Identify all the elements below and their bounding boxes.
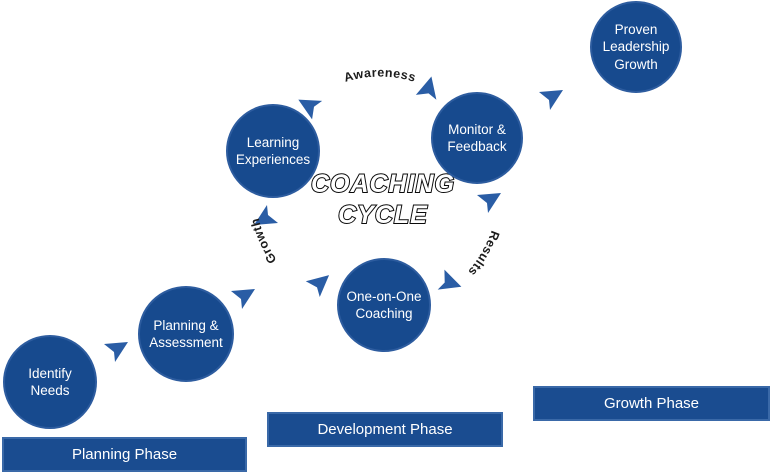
svg-text:Awareness: Awareness: [342, 66, 417, 85]
growth-phase-label: Growth Phase: [603, 395, 700, 412]
svg-text:Results: Results: [465, 229, 502, 279]
arrow-monitor-to-proven-growth: [539, 90, 563, 110]
proven-leadership-growth-label-line2: Leadership: [602, 39, 670, 55]
one-on-one-coaching-label-line2: Coaching: [355, 306, 413, 321]
cycle-title-line1: COACHING: [310, 169, 456, 199]
proven-leadership-growth-label-line1: Proven: [614, 21, 658, 37]
growth-phase-bar: Growth Phase: [533, 386, 770, 421]
monitor-feedback-label-line2: Feedback: [447, 139, 507, 154]
monitor-feedback-node: Monitor & Feedback: [431, 92, 523, 184]
arrow-awareness-arc-end: [414, 76, 446, 108]
planning-phase-bar: Planning Phase: [2, 437, 247, 472]
planning-assessment-node: Planning & Assessment: [138, 286, 234, 382]
planning-assessment-label-line2: Assessment: [149, 335, 223, 350]
identify-needs-label-line1: Identify: [28, 365, 72, 381]
identify-needs-label-line2: Needs: [30, 383, 70, 398]
awareness-arc-label: Awareness: [342, 66, 417, 85]
results-arc-label: Results: [465, 229, 501, 279]
planning-assessment-label-line1: Planning &: [153, 317, 219, 333]
one-on-one-coaching-label-line1: One-on-One: [346, 288, 422, 304]
development-phase-label: Development Phase: [317, 421, 453, 438]
identify-needs-node: Identify Needs: [3, 335, 97, 429]
proven-leadership-growth-node: Proven Leadership Growth: [590, 1, 682, 93]
arrow-needs-to-planning: [104, 342, 128, 362]
cycle-title-line2: CYCLE: [337, 200, 428, 230]
proven-leadership-growth-label-line3: Growth: [614, 56, 658, 72]
one-on-one-coaching-node: One-on-One Coaching: [337, 258, 431, 352]
planning-phase-label: Planning Phase: [71, 446, 178, 463]
arrow-growth-arc-start: [305, 275, 333, 299]
arrow-results-arc-end: [430, 268, 462, 300]
cycle-title: COACHING CYCLE: [273, 169, 493, 231]
development-phase-bar: Development Phase: [267, 412, 503, 447]
learning-experiences-node: Learning Experiences: [226, 104, 320, 198]
monitor-feedback-label-line1: Monitor &: [448, 121, 506, 137]
arrow-planning-to-cycle: [231, 289, 255, 309]
learning-experiences-label-line2: Experiences: [235, 152, 311, 167]
learning-experiences-label-line1: Learning: [246, 134, 300, 150]
